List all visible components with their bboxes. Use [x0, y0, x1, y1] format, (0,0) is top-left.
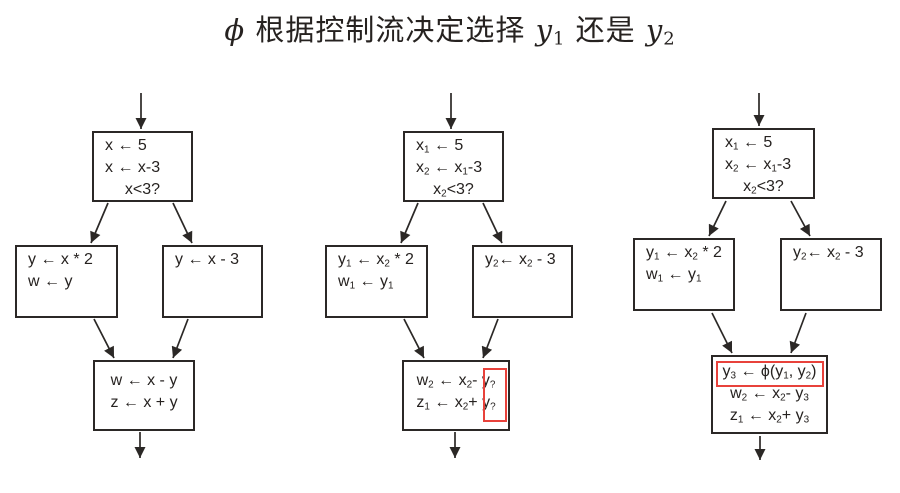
d1-else-block: y ← x - 3	[162, 245, 263, 318]
d3-merge-block: y3 ← ϕ(y1, y2) w2 ← x2- y3 z1 ← x2+ y3	[711, 355, 828, 434]
code-line: y2← x2 - 3	[793, 244, 864, 263]
d1-entry-block: x ← 5 x ← x-3 x<3?	[92, 131, 193, 202]
code-line: x2<3?	[433, 181, 474, 200]
code-line: x1 ← 5	[416, 137, 464, 156]
d2-branch-left-arrow	[400, 202, 419, 244]
code-line: x ← 5	[105, 137, 147, 154]
d3-else-block: y2← x2 - 3	[780, 238, 882, 311]
code-line: x2 ← x1-3	[416, 159, 483, 178]
d1-merge-left-arrow	[93, 318, 115, 359]
code-line: z1 ← x2+ y3	[729, 407, 810, 426]
code-line: x<3?	[124, 181, 161, 198]
d2-merge-left-arrow	[403, 318, 425, 359]
d3-entry-block: x1 ← 5 x2 ← x1-3 x2<3?	[712, 128, 815, 199]
code-line: y ← x * 2	[28, 251, 93, 268]
code-line: x2 ← x1-3	[725, 156, 792, 175]
d1-merge-block: w ← x - y z ← x + y	[93, 360, 195, 431]
code-line: x1 ← 5	[725, 134, 773, 153]
code-line: x ← x-3	[105, 159, 161, 176]
d3-then-block: y1 ← x2 * 2 w1 ← y1	[633, 238, 735, 311]
figure-title: ϕ 根据控制流决定选择 y1 还是 y2	[224, 13, 676, 50]
code-line: w ← x - y	[110, 372, 178, 389]
d2-merge-right-arrow	[481, 318, 499, 359]
d1-merge-right-arrow	[171, 318, 189, 359]
d1-branch-right-arrow	[172, 202, 193, 244]
d2-unknown-y-highlight-box	[483, 368, 507, 422]
d2-branch-right-arrow	[482, 202, 503, 244]
d1-then-block: y ← x * 2 w ← y	[15, 245, 118, 318]
code-line: w1 ← y1	[646, 266, 702, 285]
d3-branch-right-arrow	[790, 200, 811, 237]
d2-then-block: y1 ← x2 * 2 w1 ← y1	[325, 245, 428, 318]
code-line: y1 ← x2 * 2	[646, 244, 722, 263]
code-line: w2 ← x2- y?	[416, 372, 496, 391]
code-line: y ← x - 3	[175, 251, 240, 268]
code-line: w2 ← x2- y3	[730, 385, 809, 404]
code-line: y1 ← x2 * 2	[338, 251, 414, 270]
code-line: y3 ← ϕ(y1, y2)	[722, 363, 817, 382]
code-line: x2<3?	[743, 178, 784, 197]
code-line: w1 ← y1	[338, 273, 394, 292]
d2-entry-block: x1 ← 5 x2 ← x1-3 x2<3?	[403, 131, 504, 202]
code-line: z ← x + y	[110, 394, 178, 411]
d1-branch-left-arrow	[90, 202, 109, 244]
d3-merge-left-arrow	[711, 312, 733, 354]
code-line: w ← y	[28, 273, 73, 290]
d3-merge-right-arrow	[789, 312, 807, 354]
d3-branch-left-arrow	[708, 200, 727, 237]
d3-phi-highlight-box	[716, 361, 824, 387]
d2-else-block: y2← x2 - 3	[472, 245, 573, 318]
code-line: y2← x2 - 3	[485, 251, 556, 270]
